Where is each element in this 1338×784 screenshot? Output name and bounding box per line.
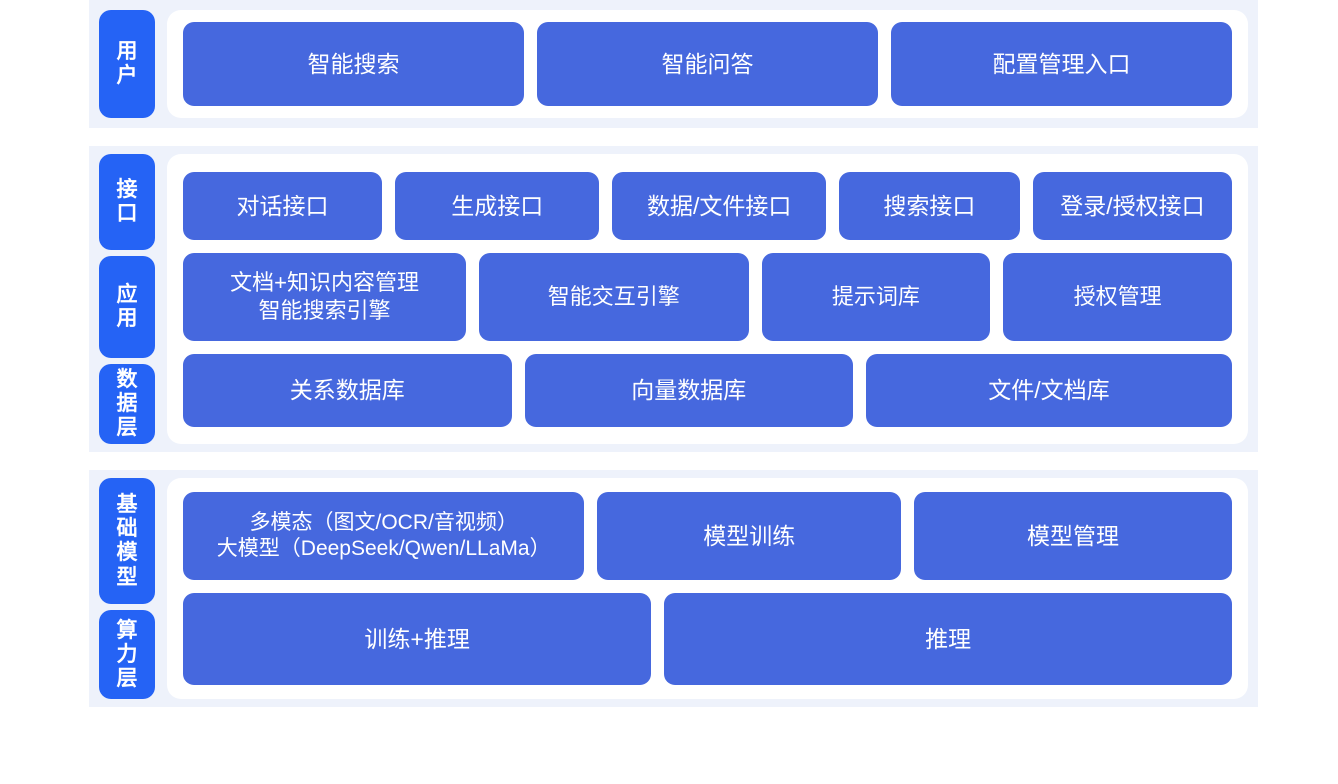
architecture-diagram: 用户 智能搜索 智能问答 配置管理入口 接口 应用 数据层 对话接口 生成接口 … [89,0,1258,708]
layer-tab-compute[interactable]: 算力层 [99,610,155,700]
box-smart-qa[interactable]: 智能问答 [537,22,878,106]
box-multimodal-large-model-line1: 多模态（图文/OCR/音视频） [249,510,518,534]
box-relational-database[interactable]: 关系数据库 [183,353,512,427]
section-user-panel: 智能搜索 智能问答 配置管理入口 [167,10,1248,118]
box-dialog-interface[interactable]: 对话接口 [183,171,383,240]
box-generation-interface[interactable]: 生成接口 [395,171,600,240]
box-smart-interaction-engine[interactable]: 智能交互引擎 [479,252,749,341]
box-model-management[interactable]: 模型管理 [914,492,1232,581]
layer-tab-foundation-model[interactable]: 基础模型 [99,478,155,605]
section-infrastructure-tabs: 基础模型 算力层 [99,478,155,700]
box-doc-knowledge-management-line2: 智能搜索引擎 [258,297,391,323]
section-divider-2 [89,452,1258,471]
section-platform: 接口 应用 数据层 对话接口 生成接口 数据/文件接口 搜索接口 登录/授权接口… [89,146,1258,453]
row-data: 关系数据库 向量数据库 文件/文档库 [183,353,1232,427]
section-user: 用户 智能搜索 智能问答 配置管理入口 [89,0,1258,128]
section-platform-panel: 对话接口 生成接口 数据/文件接口 搜索接口 登录/授权接口 文档+知识内容管理… [167,154,1248,445]
row-application: 文档+知识内容管理 智能搜索引擎 智能交互引擎 提示词库 授权管理 [183,252,1232,341]
layer-tab-application[interactable]: 应用 [99,256,155,358]
row-model: 多模态（图文/OCR/音视频） 大模型（DeepSeek/Qwen/LLaMa）… [183,492,1232,581]
layer-tab-data[interactable]: 数据层 [99,364,155,445]
layer-tab-interface[interactable]: 接口 [99,154,155,250]
box-inference[interactable]: 推理 [664,593,1232,686]
box-file-document-store[interactable]: 文件/文档库 [866,353,1232,427]
box-search-interface[interactable]: 搜索接口 [838,171,1020,240]
box-doc-knowledge-management[interactable]: 文档+知识内容管理 智能搜索引擎 [183,252,467,341]
box-model-training[interactable]: 模型训练 [597,492,901,581]
row-interface: 对话接口 生成接口 数据/文件接口 搜索接口 登录/授权接口 [183,171,1232,240]
layer-tab-user[interactable]: 用户 [99,10,155,118]
box-multimodal-large-model-line2: 大模型（DeepSeek/Qwen/LLaMa） [216,537,551,561]
section-user-tabs: 用户 [99,10,155,118]
section-platform-tabs: 接口 应用 数据层 [99,154,155,445]
box-multimodal-large-model[interactable]: 多模态（图文/OCR/音视频） 大模型（DeepSeek/Qwen/LLaMa） [183,492,585,581]
row-compute: 训练+推理 推理 [183,593,1232,686]
box-config-management-entry[interactable]: 配置管理入口 [891,22,1232,106]
box-data-file-interface[interactable]: 数据/文件接口 [612,171,826,240]
box-login-auth-interface[interactable]: 登录/授权接口 [1032,171,1232,240]
box-doc-knowledge-management-line1: 文档+知识内容管理 [230,269,419,295]
box-smart-search[interactable]: 智能搜索 [183,22,524,106]
section-infrastructure-panel: 多模态（图文/OCR/音视频） 大模型（DeepSeek/Qwen/LLaMa）… [167,478,1248,700]
box-vector-database[interactable]: 向量数据库 [524,353,853,427]
box-training-plus-inference[interactable]: 训练+推理 [183,593,652,686]
box-prompt-library[interactable]: 提示词库 [761,252,991,341]
box-authorization-management[interactable]: 授权管理 [1003,252,1232,341]
section-divider-1 [89,128,1258,146]
section-infrastructure: 基础模型 算力层 多模态（图文/OCR/音视频） 大模型（DeepSeek/Qw… [89,470,1258,708]
row-user-entries: 智能搜索 智能问答 配置管理入口 [183,22,1232,106]
